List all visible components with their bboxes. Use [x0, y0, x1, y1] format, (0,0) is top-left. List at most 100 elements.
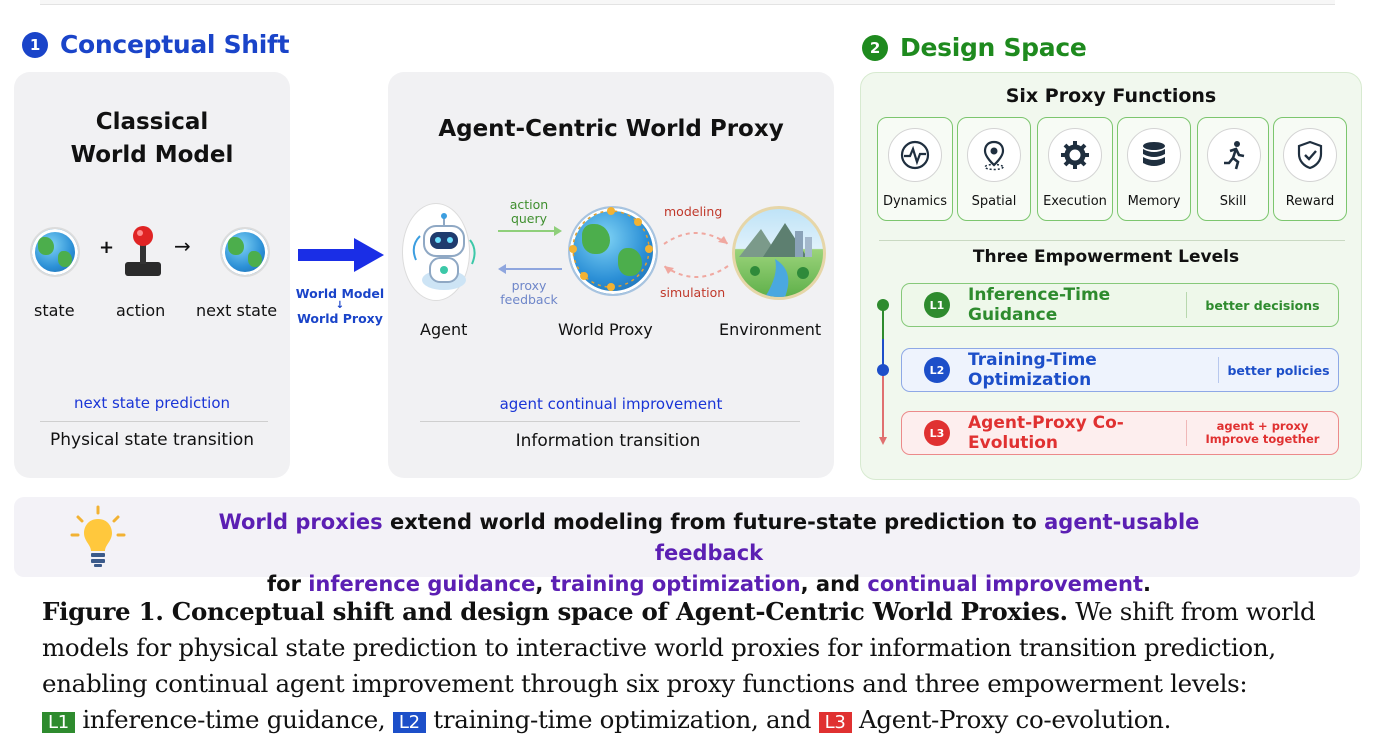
section-title-text: Design Space [900, 33, 1087, 62]
divider [1218, 357, 1219, 383]
physical-state-transition-label: Physical state transition [49, 430, 255, 450]
function-card-memory: Memory [1117, 117, 1191, 221]
timeline-dot-l2 [877, 364, 889, 376]
function-card-execution: Execution [1037, 117, 1113, 221]
figure-caption: Figure 1. Conceptual shift and design sp… [42, 594, 1338, 741]
timeline-dot-l1 [877, 299, 889, 311]
proxy-title: Agent-Centric World Proxy [438, 116, 784, 142]
level-benefit: better policies [1227, 362, 1330, 378]
caption-bold-title: Figure 1. Conceptual shift and design sp… [42, 597, 1068, 626]
caption-text: We shift from world [1067, 597, 1316, 626]
world-proxy-label: World Proxy [558, 320, 653, 339]
world-model-to-proxy-label: World Model ↓ World Proxy [290, 286, 390, 326]
insight-highlight: training optimization [550, 572, 801, 596]
agent-continual-improvement-label: agent continual improvement [499, 395, 723, 413]
shift-arrow-icon [298, 238, 384, 272]
caption-line4: L1 inference-time guidance, L2 training-… [42, 702, 1338, 741]
information-transition-label: Information transition [515, 431, 701, 451]
insight-text-segment: . [1143, 572, 1151, 596]
divider [1186, 292, 1187, 318]
insight-highlight: inference guidance [308, 572, 536, 596]
plus-sign: + [99, 237, 115, 258]
insight-text-segment: , and [800, 572, 868, 596]
running-person-icon [1207, 128, 1261, 182]
robot-icon [412, 213, 476, 290]
caption-line3: enabling continual agent improvement thr… [42, 669, 1248, 698]
caption-line1: Figure 1. Conceptual shift and design sp… [42, 594, 1338, 630]
level-benefit: agent + proxy Improve together [1187, 420, 1338, 446]
insight-line2: for inference guidance, training optimiz… [164, 569, 1254, 600]
caption-text: Agent-Proxy co-evolution. [851, 705, 1172, 734]
insight-text-segment: for [267, 572, 309, 596]
divider [1186, 420, 1187, 446]
caption-badge-l1: L1 [42, 712, 75, 733]
level-name: Training-Time Optimization [968, 350, 1097, 390]
action-query-label: action query [509, 197, 549, 226]
function-label: Execution [1043, 194, 1107, 209]
insight-highlight: World proxies [218, 510, 383, 534]
section-title-design: 2 Design Space [862, 33, 1087, 62]
caption-badge-l3: L3 [818, 712, 852, 733]
joystick-icon [125, 226, 161, 276]
six-proxy-functions-title: Six Proxy Functions [1005, 85, 1217, 107]
shift-arrow: ↓ [335, 300, 345, 311]
simulation-label: simulation [660, 285, 726, 300]
insight-text-segment: , [535, 572, 551, 596]
insight-line1: World proxies extend world modeling from… [164, 507, 1254, 569]
timeline-segment [882, 371, 884, 443]
level-card-l2: L2 Training-Time Optimization better pol… [901, 348, 1339, 392]
shield-check-icon [1283, 128, 1337, 182]
level-name: Inference-Time Guidance [968, 285, 1111, 325]
design-space-panel: Six Proxy Functions Dynamics Spatial Exe… [860, 72, 1362, 480]
function-card-skill: Skill [1197, 117, 1269, 221]
action-label: action [116, 301, 166, 320]
function-label: Memory [1127, 194, 1181, 209]
function-label: Reward [1285, 194, 1335, 209]
agent-label: Agent [420, 320, 468, 339]
insight-highlight: continual improvement [867, 572, 1143, 596]
classical-title-line1: Classical [95, 109, 209, 135]
location-pin-icon [967, 128, 1021, 182]
divider [420, 421, 800, 422]
world-proxy-panel: Agent-Centric World Proxy action query p… [388, 72, 834, 478]
caption-text: inference-time guidance, [74, 705, 393, 734]
action-query-arrow [498, 226, 562, 236]
gear-icon [1048, 128, 1102, 182]
level-badge: L1 [924, 292, 950, 318]
database-icon [1127, 128, 1181, 182]
section-title-conceptual: 1 Conceptual Shift [22, 30, 290, 59]
caption-text: training-time optimization, and [425, 705, 819, 734]
three-empowerment-levels-title: Three Empowerment Levels [972, 247, 1240, 267]
insight-banner: World proxies extend world modeling from… [14, 497, 1360, 596]
level-badge: L2 [924, 357, 950, 383]
modeling-label: modeling [664, 204, 723, 219]
function-label: Dynamics [882, 194, 948, 209]
lightbulb-icon [70, 505, 126, 567]
level-benefit: better decisions [1205, 297, 1320, 313]
classical-title: Classical World Model [14, 106, 290, 172]
level-benefit-line2: Improve together [1205, 432, 1320, 446]
insight-highlight: agent-usable feedback [654, 510, 1200, 565]
function-card-spatial: Spatial [957, 117, 1031, 221]
network-nodes-icon [569, 207, 653, 291]
caption-badge-l2: L2 [392, 712, 426, 733]
proxy-feedback-label: proxy feedback [500, 278, 558, 307]
insight-text-segment: extend world modeling from future-state … [382, 510, 1045, 534]
earth-globe-icon [220, 227, 270, 277]
function-label: Spatial [971, 194, 1017, 209]
state-label: state [34, 301, 75, 320]
level-name: Agent-Proxy Co-Evolution [968, 413, 1124, 453]
classical-title-line2: World Model [70, 142, 234, 168]
divider [40, 421, 268, 422]
landscape-icon [739, 223, 812, 297]
next-state-label: next state [196, 301, 278, 320]
caption-line2: models for physical state prediction to … [42, 633, 1276, 662]
top-rule [40, 0, 1335, 5]
function-card-dynamics: Dynamics [877, 117, 953, 221]
environment-icon [732, 206, 826, 300]
timeline-arrowhead [879, 437, 887, 445]
proxy-feedback-arrow [498, 264, 562, 274]
shift-line2: World Proxy [297, 311, 383, 326]
function-label: Skill [1219, 194, 1247, 209]
timeline-segment [882, 303, 884, 339]
